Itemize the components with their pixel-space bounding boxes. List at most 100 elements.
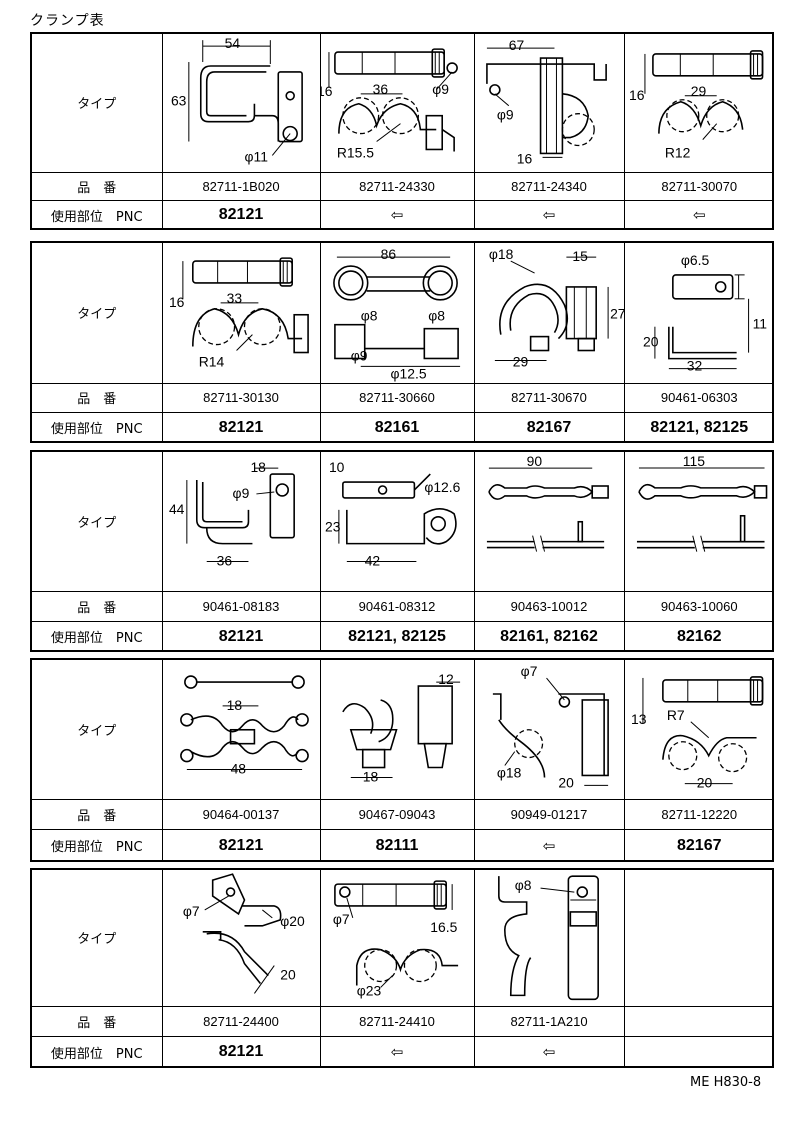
dimension-label: 54 <box>224 35 240 51</box>
dimension-label: 16.5 <box>430 919 457 935</box>
dimension-label: φ20 <box>280 913 305 929</box>
dimension-label: R15.5 <box>336 144 373 160</box>
same-as-left-arrow: ⇦ <box>473 1035 625 1069</box>
dimension-label: φ12.5 <box>390 365 426 381</box>
pnc-code: 82121 <box>161 1035 321 1069</box>
part-number: 90461-08312 <box>319 590 475 622</box>
type-label: タイプ <box>32 452 163 592</box>
dimension-label: 20 <box>696 775 712 791</box>
clamp-diagram: 115 <box>623 452 774 592</box>
dimension-label: 36 <box>372 81 388 97</box>
type-label: タイプ <box>32 34 163 173</box>
clamp-diagram: φ7 φ20 20 <box>161 870 321 1007</box>
clamp-diagram: 16 33 R14 <box>161 243 321 384</box>
dimension-label: φ8 <box>360 308 377 324</box>
pnc-code: 82111 <box>319 828 475 863</box>
part-number: 82711-24410 <box>319 1005 475 1037</box>
part-number: 82711-30070 <box>623 171 774 201</box>
clamp-block: タイプ 18 φ9 44 36 10 φ12.6 23 42 90 115 品 … <box>30 450 774 653</box>
dimension-label: φ7 <box>332 911 349 927</box>
document-code: ME H830-8 <box>690 1075 762 1090</box>
part-no-label: 品 番 <box>32 382 163 413</box>
type-label: タイプ <box>32 243 163 384</box>
same-as-left-arrow: ⇦ <box>473 828 625 863</box>
dimension-label: 33 <box>226 290 242 306</box>
pnc-code: 82121, 82125 <box>319 620 475 653</box>
dimension-label: 16 <box>168 294 184 310</box>
dimension-label: 29 <box>512 353 528 369</box>
dimension-label: 90 <box>526 453 542 469</box>
pnc-code: 82161 <box>319 411 475 444</box>
dimension-label: 13 <box>630 711 646 727</box>
clamp-diagram: 13 R7 20 <box>623 660 774 800</box>
clamp-diagram: 16 29 R12 <box>623 34 774 173</box>
part-number: 90461-06303 <box>623 382 774 413</box>
part-number: 90464-00137 <box>161 798 321 830</box>
part-number: 90463-10012 <box>473 590 625 622</box>
part-number: 82711-24400 <box>161 1005 321 1037</box>
pnc-code: 82121 <box>161 828 321 863</box>
pnc-code: 82121 <box>161 620 321 653</box>
clamp-diagram: 12 18 <box>319 660 475 800</box>
type-label: タイプ <box>32 870 163 1007</box>
pnc-code: 82121 <box>161 199 321 231</box>
dimension-label: φ11 <box>244 148 268 164</box>
dimension-label: 18 <box>250 459 266 475</box>
table-title: クランプ表 <box>30 13 105 29</box>
dimension-label: 32 <box>686 358 702 374</box>
dimension-label: φ9 <box>232 485 249 501</box>
dimension-label: 63 <box>170 93 186 109</box>
part-number: 82711-30130 <box>161 382 321 413</box>
clamp-diagram: φ7 φ18 20 <box>473 660 625 800</box>
usage-label: 使用部位 PNC <box>32 620 163 653</box>
dimension-label: 16 <box>628 87 644 103</box>
clamp-diagram: φ6.5 11 20 32 <box>623 243 774 384</box>
pnc-code: 82167 <box>623 828 774 863</box>
dimension-label: 20 <box>280 966 296 982</box>
dimension-label: 29 <box>690 83 706 99</box>
dimension-label: 48 <box>230 760 246 776</box>
dimension-label: 67 <box>508 37 524 53</box>
clamp-diagram <box>623 870 774 1007</box>
clamp-diagram: φ7 16.5 φ23 <box>319 870 475 1007</box>
usage-label: 使用部位 PNC <box>32 828 163 863</box>
pnc-code: 82167 <box>473 411 625 444</box>
part-number: 82711-1A210 <box>473 1005 625 1037</box>
pnc-code: 82161, 82162 <box>473 620 625 653</box>
same-as-left-arrow: ⇦ <box>319 1035 475 1069</box>
same-as-left-arrow: ⇦ <box>623 199 774 231</box>
dimension-label: φ23 <box>356 982 381 998</box>
clamp-diagram: 90 <box>473 452 625 592</box>
dimension-label: φ9 <box>432 81 449 97</box>
part-no-label: 品 番 <box>32 798 163 830</box>
usage-label: 使用部位 PNC <box>32 1035 163 1069</box>
part-number: 82711-24330 <box>319 171 475 201</box>
dimension-label: φ18 <box>496 764 521 780</box>
part-number: 82711-1B020 <box>161 171 321 201</box>
dimension-label: R14 <box>198 353 224 369</box>
dimension-label: φ18 <box>488 246 513 262</box>
same-as-left-arrow: ⇦ <box>319 199 475 231</box>
dimension-label: 20 <box>558 774 574 790</box>
clamp-diagram: 18 48 <box>161 660 321 800</box>
part-number: 90463-10060 <box>623 590 774 622</box>
dimension-label: 10 <box>328 459 344 475</box>
part-no-label: 品 番 <box>32 1005 163 1037</box>
clamp-diagram: φ8 <box>473 870 625 1007</box>
part-number: 90467-09043 <box>319 798 475 830</box>
dimension-label: 18 <box>362 768 378 784</box>
same-as-left-arrow: ⇦ <box>473 199 625 231</box>
dimension-label: 11 <box>752 316 767 332</box>
dimension-label: φ8 <box>428 308 445 324</box>
dimension-label: 42 <box>364 552 380 568</box>
dimension-label: 18 <box>226 697 242 713</box>
part-number: 90949-01217 <box>473 798 625 830</box>
dimension-label: φ8 <box>514 877 531 893</box>
dimension-label: 27 <box>610 306 624 322</box>
dimension-label: φ7 <box>520 663 537 679</box>
pnc-code: 82121, 82125 <box>623 411 774 444</box>
dimension-label: R7 <box>666 707 684 723</box>
usage-label: 使用部位 PNC <box>32 199 163 231</box>
part-no-label: 品 番 <box>32 590 163 622</box>
